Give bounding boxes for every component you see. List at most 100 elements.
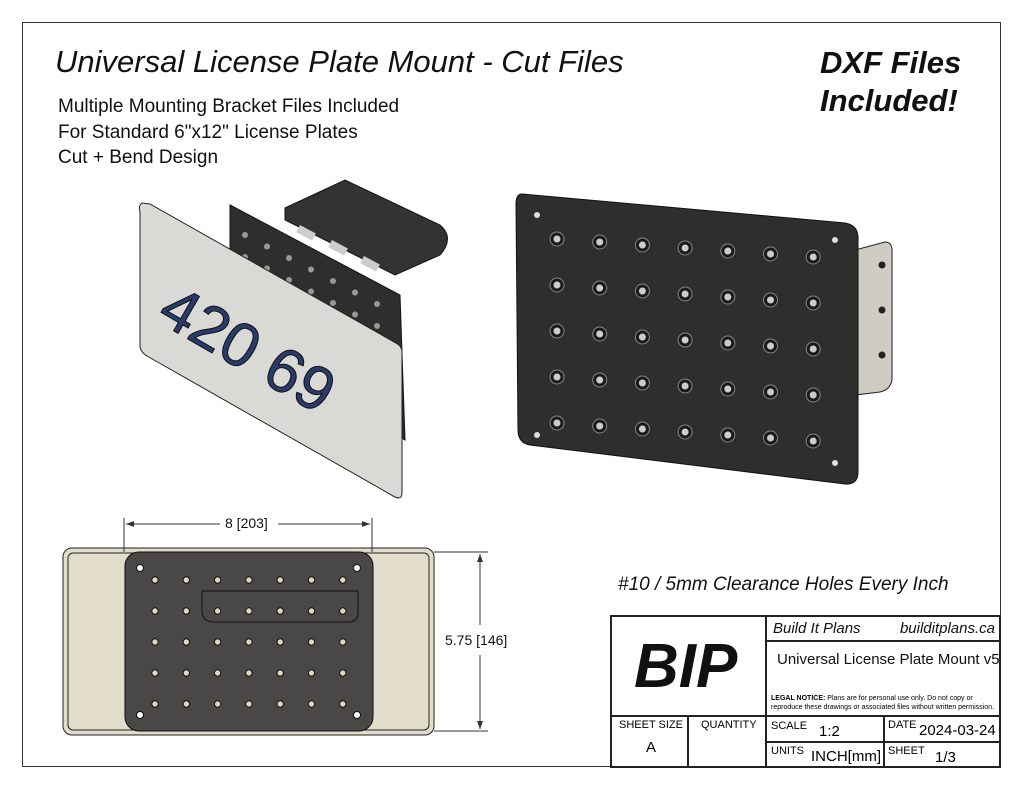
mounting-hole: [352, 311, 358, 318]
mounting-hole: [308, 266, 314, 273]
subtitle-2: For Standard 6"x12" License Plates: [58, 122, 358, 143]
mounting-hole: [339, 576, 347, 584]
mounting-hole: [809, 437, 817, 445]
mounting-hole: [182, 669, 191, 677]
dxf-badge-line2: Included!: [820, 83, 958, 118]
mounting-hole: [681, 244, 689, 252]
subtitle-3: Cut + Bend Design: [58, 147, 219, 168]
mounting-hole: [330, 300, 336, 306]
legal-text: Plans are for personal use only. Do not …: [771, 695, 994, 711]
mounting-hole: [638, 425, 646, 433]
legal-label: LEGAL NOTICE:: [771, 695, 826, 702]
width-dimension: 8 [203]: [225, 515, 268, 531]
mounting-hole: [767, 342, 774, 350]
mounting-hole: [151, 700, 159, 708]
mounting-hole: [213, 669, 222, 677]
mounting-hole: [767, 434, 774, 442]
part-name: Universal License Plate Mount v5: [777, 651, 1000, 668]
units-label: UNITS: [771, 745, 804, 757]
mounting-hole: [767, 250, 774, 258]
mounting-hole: [638, 287, 646, 295]
mounting-hole: [182, 700, 191, 708]
mounting-hole: [681, 428, 689, 436]
mounting-hole: [352, 289, 358, 296]
bracket-hinge-slot: [360, 256, 380, 272]
mounting-hole: [245, 576, 253, 584]
title-block: BIP Build It Plans builditplans.ca Unive…: [610, 615, 1001, 768]
iso-view-bracket: [515, 193, 893, 485]
mounting-hole: [596, 422, 604, 430]
mounting-hole: [596, 330, 604, 338]
mounting-hole: [307, 700, 316, 708]
scale-value: 1:2: [819, 723, 840, 740]
mounting-hole: [213, 638, 222, 646]
scale-cell: SCALE 1:2: [766, 716, 884, 742]
mounting-hole: [245, 669, 253, 677]
sheet-border: [22, 22, 1001, 767]
mounting-hole: [245, 638, 253, 646]
mounting-hole: [182, 607, 191, 615]
mounting-hole: [276, 638, 284, 646]
bip-logo: BIP: [634, 632, 738, 701]
mounting-hole: [213, 607, 222, 615]
mounting-hole: [681, 382, 689, 390]
mounting-hole: [151, 669, 159, 677]
hole-note: #10 / 5mm Clearance Holes Every Inch: [618, 574, 949, 595]
mounting-hole: [276, 700, 284, 708]
mounting-hole: [809, 345, 817, 353]
mounting-hole: [136, 564, 144, 572]
mounting-hole: [832, 460, 838, 466]
mounting-hole: [245, 607, 253, 615]
mounting-hole: [638, 379, 646, 387]
sheet-size-value: A: [646, 739, 657, 756]
company-cell: Build It Plans builditplans.ca: [766, 616, 1000, 641]
mounting-hole: [339, 700, 347, 708]
mounting-hole: [307, 607, 316, 615]
mounting-hole: [264, 243, 270, 250]
subtitle-1: Multiple Mounting Bracket Files Included: [58, 96, 400, 117]
sheet-cell: SHEET 1/3: [884, 742, 1000, 767]
mounting-hole: [307, 638, 316, 646]
legal-notice: LEGAL NOTICE: Plans are for personal use…: [771, 694, 997, 712]
website: builditplans.ca: [899, 620, 995, 637]
mounting-hole: [213, 700, 222, 708]
mounting-hole: [832, 237, 838, 243]
mounting-hole: [809, 299, 817, 307]
mounting-hole: [151, 607, 159, 615]
mounting-hole: [809, 391, 817, 399]
mounting-hole: [724, 293, 732, 301]
mounting-hole: [308, 288, 314, 295]
mounting-hole: [339, 669, 347, 677]
mounting-hole: [182, 576, 191, 584]
mounting-hole: [136, 711, 144, 719]
mounting-hole: [353, 711, 361, 719]
sheet-size-label: SHEET SIZE: [619, 719, 683, 731]
mounting-hole: [286, 255, 292, 261]
units-value: INCH[mm]: [811, 748, 881, 765]
part-cell: Universal License Plate Mount v5 LEGAL N…: [766, 641, 1000, 716]
mounting-hole: [724, 339, 732, 347]
mounting-hole: [596, 238, 604, 246]
company-name: Build It Plans: [773, 620, 861, 637]
mounting-hole: [245, 700, 253, 708]
mounting-hole: [724, 247, 732, 255]
mounting-hole: [809, 253, 817, 261]
license-plate: [138, 202, 403, 499]
mounting-hole: [339, 638, 347, 646]
mounting-hole: [307, 669, 316, 677]
mounting-hole: [553, 327, 561, 335]
quantity-label: QUANTITY: [701, 719, 757, 731]
mounting-hole: [151, 576, 159, 584]
mounting-hole: [553, 419, 561, 427]
mounting-hole: [553, 281, 561, 289]
mounting-hole: [374, 301, 380, 307]
mounting-hole: [242, 232, 248, 238]
date-value: 2024-03-24: [919, 722, 996, 739]
dxf-badge-line1: DXF Files: [820, 45, 962, 80]
scale-label: SCALE: [771, 720, 808, 732]
date-cell: DATE 2024-03-24: [884, 716, 1000, 742]
mounting-hole: [553, 235, 561, 243]
